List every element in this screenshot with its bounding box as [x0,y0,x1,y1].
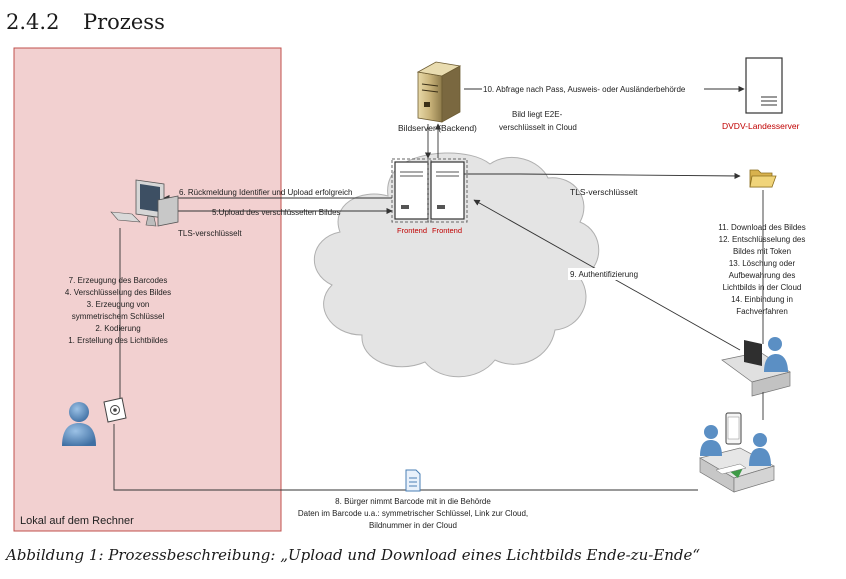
local-step-line: 1. Erstellung des Lichtbildes [68,336,168,345]
barcode-step-line: Daten im Barcode u.a.: symmetrischer Sch… [298,509,528,518]
office-worker-icon [721,337,791,397]
cloud-shape [314,152,600,378]
dvdv-label: DVDV-Landesserver [722,121,800,131]
local-step-line: symmetrischem Schlüssel [72,312,165,321]
tls-local-label: TLS-verschlüsselt [178,229,242,238]
local-step-line: 3. Erzeugung von [87,300,150,309]
barcode-step-line: Bildnummer in der Cloud [369,521,457,530]
download-steps: 11. Download des Bildes 12. Entschlüssel… [718,223,805,316]
section-title: Prozess [83,10,165,34]
camera-icon [103,397,127,423]
frontend-left-label: Frontend [397,226,427,235]
service-counter-icon [699,425,775,493]
download-step-line: 14. Einbindung in [731,295,793,304]
step9-label: 9. Authentifizierung [570,270,638,279]
e2e-note-line: Bild liegt E2E- [512,110,563,119]
download-step-line: 12. Entschlüsselung des [719,235,806,244]
smartphone-icon [725,412,742,445]
local-step-line: 4. Verschlüsselung des Bildes [65,288,171,297]
local-zone [13,47,282,532]
step9-label-bg [568,268,648,280]
desktop-computer-icon [110,179,179,227]
barcode-path [113,424,698,491]
download-step-line: Lichtbilds in der Cloud [723,283,802,292]
section-heading: 2.4.2 Prozess [6,10,306,38]
local-step-line: 2. Kodierung [95,324,140,333]
step10-label: 10. Abfrage nach Pass, Ausweis- oder Aus… [483,85,686,94]
person-icon [62,402,96,446]
barcode-steps: 8. Bürger nimmt Barcode mit in die Behör… [298,497,528,530]
frontend-right-label: Frontend [432,226,462,235]
frontend-server-left [391,158,432,223]
e2e-note: Bild liegt E2E- verschlüsselt in Cloud [499,110,577,132]
step5-label: 5.Upload des verschlüsselten Bildes [212,208,341,217]
download-step-line: 13. Löschung oder [729,259,796,268]
download-step-line: Bildes mit Token [733,247,791,256]
dvdv-server-icon [745,57,783,114]
download-step-line: Fachverfahren [736,307,788,316]
tls-top-label: TLS-verschlüsselt [570,187,638,197]
figure-caption: Abbildung 1: Prozessbeschreibung: „Uploa… [6,546,701,564]
download-step-line: Aufbewahrung des [729,271,796,280]
server-tower-icon [416,61,462,123]
download-step-line: 11. Download des Bildes [718,223,805,232]
bildserver-label: Bildserver (Backend) [398,123,477,133]
document-icon [405,469,421,492]
local-step-line: 7. Erzeugung des Barcodes [69,276,168,285]
local-steps: 7. Erzeugung des Barcodes 4. Verschlüsse… [65,276,171,345]
e2e-note-line: verschlüsselt in Cloud [499,123,577,132]
frontend-server-right [427,158,468,223]
local-zone-label: Lokal auf dem Rechner [20,515,134,527]
folder-icon [749,169,777,188]
tls-download-arrow [464,172,741,180]
barcode-step-line: 8. Bürger nimmt Barcode mit in die Behör… [335,497,491,506]
step6-label: 6. Rückmeldung Identifier und Upload erf… [179,188,352,197]
step10-label-bg [482,83,704,95]
section-number: 2.4.2 [6,10,60,34]
